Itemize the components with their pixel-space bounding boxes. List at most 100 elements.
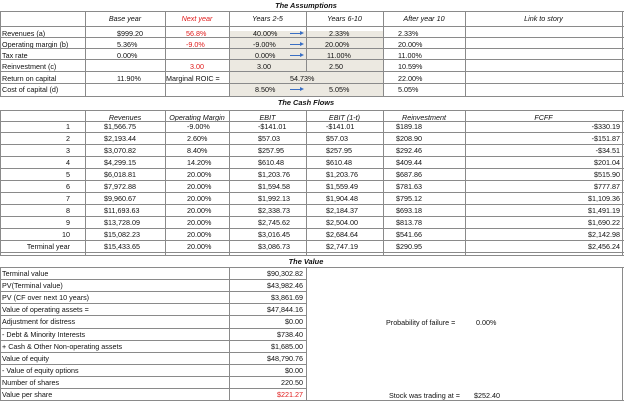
value-label: PV(Terminal value)	[2, 281, 63, 291]
next-revenues[interactable]: 56.8%	[186, 29, 207, 38]
cf-operating-margin: 20.00%	[187, 230, 212, 239]
table-row: Number of shares 220.50	[0, 378, 306, 388]
cf-ebit-1-t: $1,203.76	[326, 170, 358, 179]
next-reinvestment[interactable]: 3.00	[190, 62, 204, 71]
grid-line	[0, 267, 624, 268]
cf-fcff: $515.90	[594, 170, 620, 179]
cf-ebit-1-t: $1,559.49	[326, 182, 358, 191]
y25-cost-of-capital[interactable]: 8.50%	[255, 85, 276, 94]
cf-fcff: -$330.19	[591, 122, 620, 131]
y25-operating-margin[interactable]: -9.00%	[253, 40, 276, 49]
cf-fcff: $2,142.98	[588, 230, 620, 239]
cf-hdr-reinvestment: Reinvestment	[402, 113, 446, 122]
next-operating-margin[interactable]: -9.0%	[186, 40, 205, 49]
row-label-operating-margin: Operating margin (b)	[2, 40, 69, 49]
hdr-years-6-10: Years 6-10	[327, 14, 362, 23]
grid-line	[383, 11, 384, 96]
cf-reinvestment: $781.63	[396, 182, 422, 191]
probability-of-failure-label: Probability of failure =	[386, 318, 456, 327]
cf-ebit: $1,203.76	[258, 170, 290, 179]
table-row: 10 $15,082.23 20.00% $3,016.45 $2,684.64…	[0, 230, 624, 240]
cf-year: 1	[66, 122, 70, 131]
cf-operating-margin: 20.00%	[187, 242, 212, 251]
cf-operating-margin: 20.00%	[187, 206, 212, 215]
grid-line	[383, 110, 384, 255]
value-label: Value per share	[2, 390, 53, 399]
cf-revenues: $15,082.23	[104, 230, 140, 239]
after-tax-rate: 11.00%	[398, 51, 422, 60]
grid-line	[622, 110, 623, 255]
grid-line	[0, 11, 1, 96]
row-label-revenues: Revenues (a)	[2, 29, 46, 38]
cf-fcff: $1,109.36	[588, 194, 620, 203]
probability-of-failure-value[interactable]: 0.00%	[476, 318, 497, 327]
value-label: - Debt & Minority Interests	[2, 329, 86, 339]
cf-ebit-1-t: -$141.01	[326, 122, 355, 131]
y25-tax-rate[interactable]: 0.00%	[255, 51, 276, 60]
grid-line	[0, 303, 306, 305]
grid-line	[0, 180, 624, 181]
cf-year: 6	[66, 182, 70, 191]
cf-operating-margin: 20.00%	[187, 218, 212, 227]
grid-line	[0, 216, 624, 217]
cf-operating-margin: 8.40%	[187, 146, 208, 155]
grid-line	[165, 11, 166, 96]
cf-reinvestment: $541.66	[396, 230, 422, 239]
table-row: 2 $2,193.44 2.60% $57.03 $57.03 $208.90 …	[0, 134, 624, 144]
row-label-return-on-capital: Return on capital	[2, 74, 57, 83]
value-amount: $738.40	[277, 329, 303, 339]
grid-line	[85, 110, 86, 255]
y25-reinvestment[interactable]: 3.00	[257, 62, 271, 71]
y610-operating-margin[interactable]: 20.00%	[325, 40, 350, 49]
table-row: Adjustment for distress $0.00	[0, 317, 306, 327]
grid-line	[0, 279, 306, 281]
cf-revenues: $13,728.09	[104, 218, 140, 227]
value-amount: 220.50	[281, 377, 303, 387]
value-label: Terminal value	[2, 269, 49, 278]
table-row: 4 $4,299.15 14.20% $610.48 $610.48 $409.…	[0, 158, 624, 168]
table-row: 6 $7,972.88 20.00% $1,594.58 $1,559.49 $…	[0, 182, 624, 192]
y25-revenues[interactable]: 40.00%	[253, 29, 278, 38]
cf-reinvestment: $795.12	[396, 194, 422, 203]
cf-operating-margin: 20.00%	[187, 182, 212, 191]
grid-line	[0, 351, 306, 353]
grid-line	[0, 339, 306, 341]
grid-line	[0, 96, 624, 97]
y610-tax-rate[interactable]: 11.00%	[327, 51, 351, 60]
table-row: 5 $6,018.81 20.00% $1,203.76 $1,203.76 $…	[0, 170, 624, 180]
cf-revenues: $7,972.88	[104, 182, 136, 191]
grid-line	[0, 240, 624, 241]
cf-fcff: $1,491.19	[588, 206, 620, 215]
y610-reinvestment[interactable]: 2.50	[329, 62, 343, 71]
row-label-reinvestment: Reinvestment (c)	[2, 62, 57, 71]
table-row: + Cash & Other Non-operating assets $1,6…	[0, 342, 306, 352]
cf-hdr-ebit-1-t: EBIT (1-t)	[328, 113, 361, 122]
grid-line	[306, 110, 307, 255]
cf-ebit: $1,992.13	[258, 194, 290, 203]
cf-ebit: $1,594.58	[258, 182, 290, 191]
grid-line	[0, 252, 624, 253]
hdr-base-year: Base year	[108, 14, 142, 23]
grid-line	[465, 11, 466, 96]
base-return-on-capital: 11.90%	[117, 74, 141, 83]
stock-trading-value[interactable]: $252.40	[474, 391, 500, 400]
table-row: Value of operating assets = $47,844.16	[0, 305, 306, 315]
grid-line	[0, 37, 624, 38]
grid-line	[622, 11, 623, 96]
y610-cost-of-capital[interactable]: 5.05%	[329, 85, 350, 94]
cf-fcff: -$34.51	[595, 146, 620, 155]
table-row: - Value of equity options $0.00	[0, 366, 306, 376]
marginal-roic-value: 54.73%	[290, 74, 315, 83]
arrow-right-icon	[290, 42, 304, 46]
cf-ebit-1-t: $1,904.48	[326, 194, 358, 203]
hdr-after-year-10: After year 10	[403, 14, 445, 23]
grid-line	[0, 291, 306, 293]
grid-line	[0, 255, 624, 256]
cf-fcff: $2,456.24	[588, 242, 620, 251]
y610-revenues[interactable]: 2.33%	[329, 29, 350, 38]
cf-year: 10	[62, 230, 70, 239]
grid-line	[465, 110, 466, 255]
after-revenues: 2.33%	[398, 29, 419, 38]
cf-fcff: $1,690.22	[588, 218, 620, 227]
hdr-years-2-5: Years 2-5	[252, 14, 283, 23]
